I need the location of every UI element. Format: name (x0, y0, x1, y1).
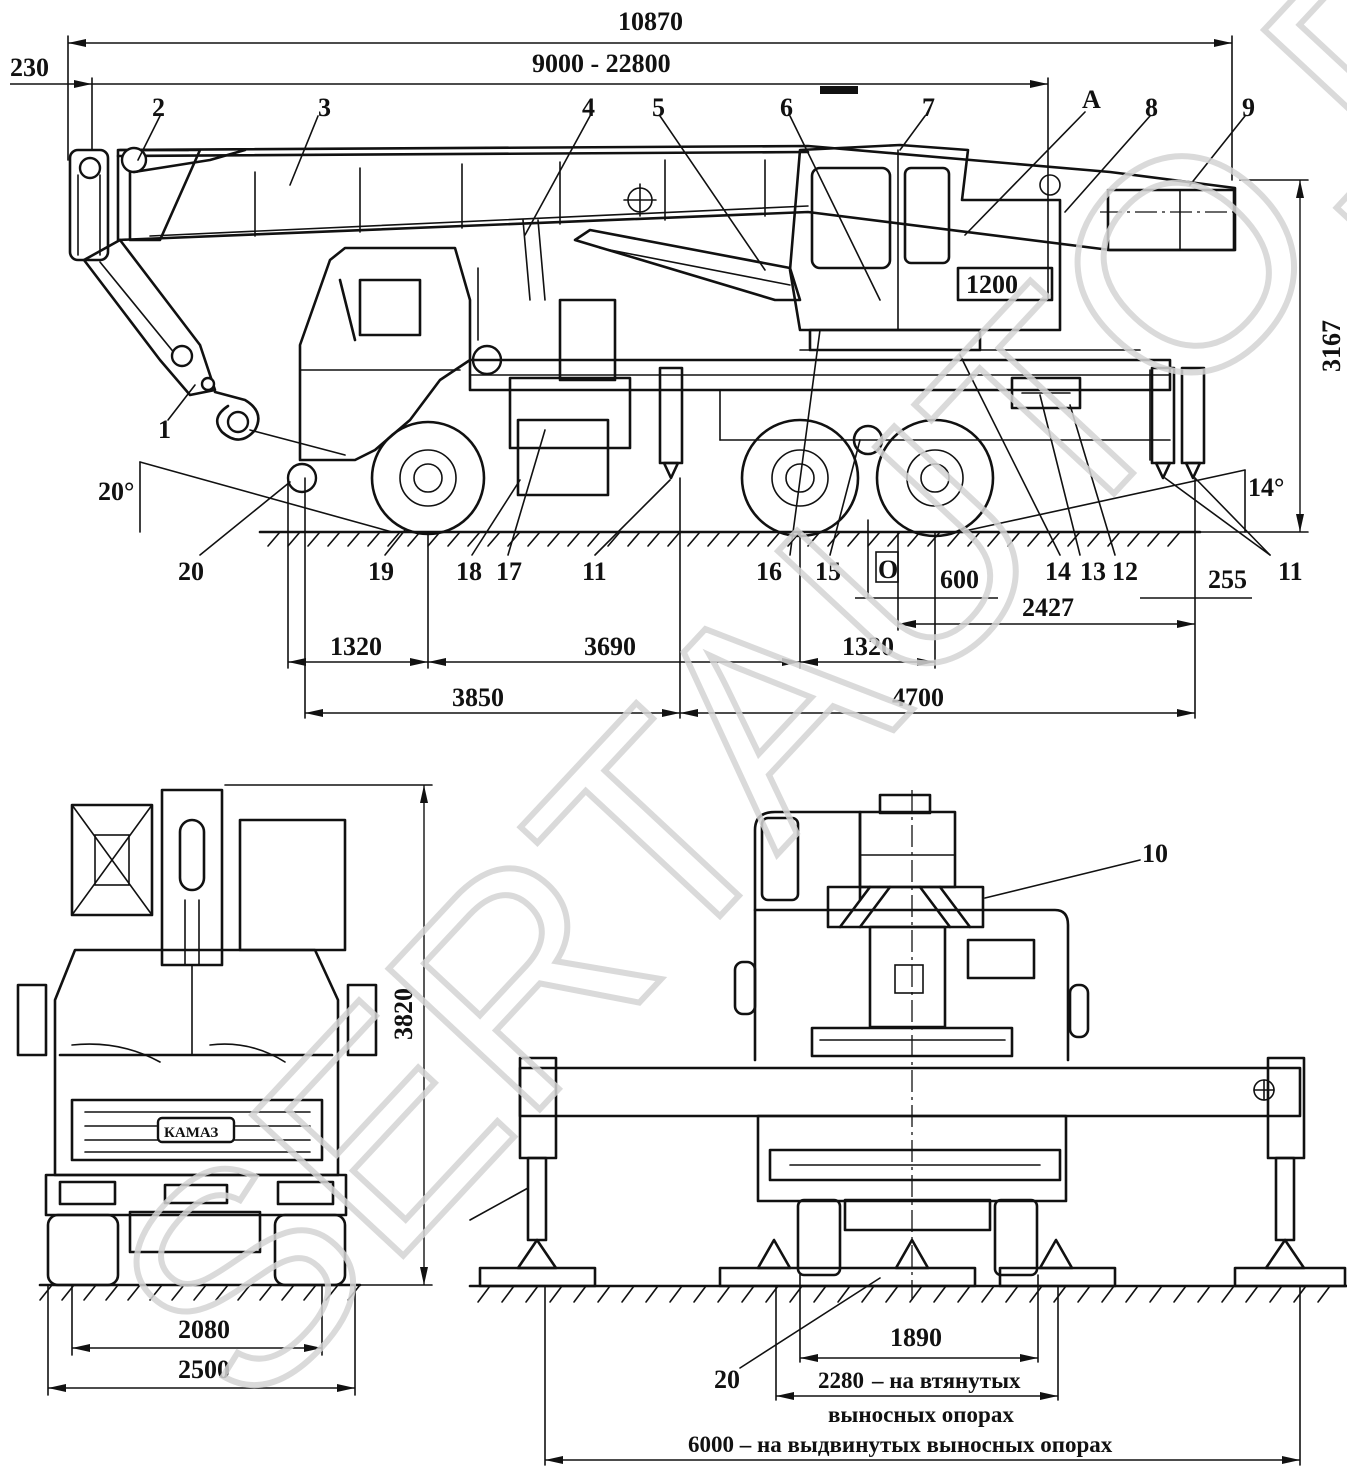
dim-outrigger-front: 3850 (452, 683, 504, 712)
callout-9: 9 (1242, 93, 1255, 122)
dim-height: 3167 (1317, 320, 1346, 372)
dim-retracted-caption-2: выносных опорах (828, 1402, 1014, 1427)
dim-outrigger-rear: 4700 (892, 683, 944, 712)
callout-17: 17 (496, 557, 522, 586)
dim-rear-track: 1890 (890, 1323, 942, 1352)
callout-8: 8 (1145, 93, 1158, 122)
dim-cab-width: 1200 (966, 270, 1018, 299)
callout-11-rear: 11 (1278, 557, 1303, 586)
callout-2: 2 (152, 93, 165, 122)
callout-6: 6 (780, 93, 793, 122)
dim-rear-offset: 2427 (1022, 593, 1074, 622)
front-wheel (370, 420, 486, 536)
callout-14: 14 (1045, 557, 1071, 586)
front-view: КАМАЗ 3820 2080 (16, 784, 433, 1396)
dim-track-width: 2080 (178, 1315, 230, 1344)
dim-rear-overhang: 255 (1208, 565, 1247, 594)
callout-11-front: 11 (582, 557, 607, 586)
kamaz-logo: КАМАЗ (164, 1125, 218, 1141)
callout-O: O (878, 555, 898, 584)
dim-bogie: 1320 (842, 632, 894, 661)
dim-boom-offset: 230 (10, 53, 49, 82)
callout-A: A (1082, 85, 1101, 114)
callout-12: 12 (1112, 557, 1138, 586)
dim-overall-width: 2500 (178, 1355, 230, 1384)
dim-total-length: 10870 (618, 7, 683, 36)
callout-3: 3 (318, 93, 331, 122)
dim-front-overhang: 1320 (330, 632, 382, 661)
dim-wheelbase: 3690 (584, 632, 636, 661)
rear-view: 10 20 1890 2280 – на втянутых выносных о… (468, 790, 1347, 1466)
callout-19: 19 (368, 557, 394, 586)
angle-approach: 20° (98, 477, 134, 506)
callout-7: 7 (922, 93, 935, 122)
callout-15: 15 (815, 557, 841, 586)
dim-cab-offset: 600 (940, 565, 979, 594)
dim-retracted-value: 2280 (818, 1368, 864, 1393)
callout-10: 10 (1142, 839, 1168, 868)
angle-departure: 14° (1248, 473, 1284, 502)
dim-outriggers-extended: 6000 – на выдвинутых выносных опорах (688, 1432, 1113, 1457)
callout-18: 18 (456, 557, 482, 586)
dim-retracted-caption-1: – на втянутых (871, 1368, 1021, 1393)
dim-boom-length: 9000 - 22800 (532, 49, 671, 78)
callout-13: 13 (1080, 557, 1106, 586)
dim-front-height: 3820 (389, 988, 418, 1040)
side-view: 10870 230 9000 - 22800 3167 (10, 7, 1346, 719)
callout-1: 1 (158, 415, 171, 444)
callout-20-rear: 20 (714, 1365, 740, 1394)
watermark-text: SERTAUTO.RU (51, 0, 1347, 1464)
callout-16: 16 (756, 557, 782, 586)
callout-4: 4 (582, 93, 595, 122)
callout-5: 5 (652, 93, 665, 122)
callout-20: 20 (178, 557, 204, 586)
